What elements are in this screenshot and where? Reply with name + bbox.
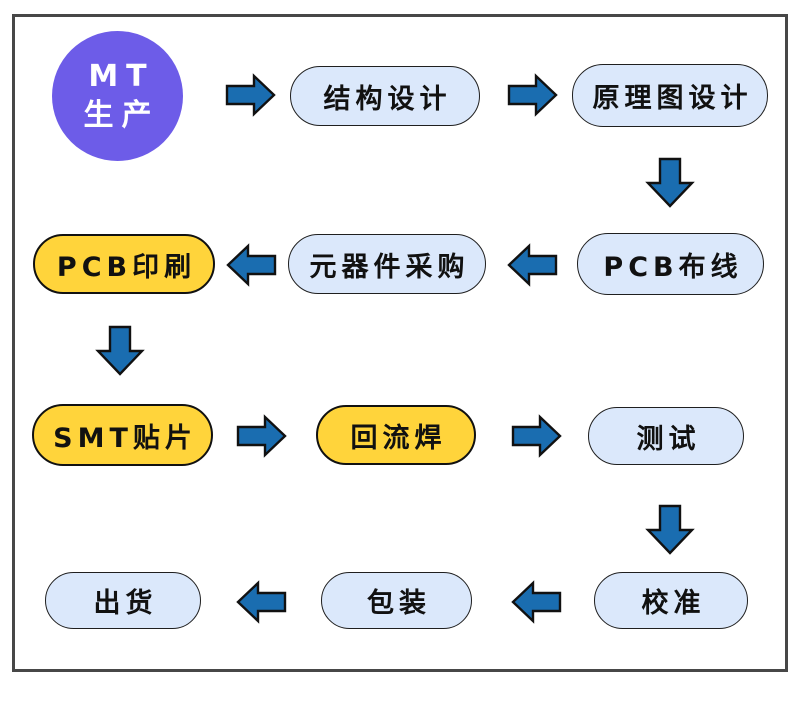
- node-pcb-layout: PCB布线: [577, 233, 764, 295]
- arrow-right-icon: [225, 73, 276, 117]
- node-shipping: 出货: [45, 572, 201, 629]
- arrow-right-icon: [507, 73, 558, 117]
- arrow-down-icon: [95, 325, 145, 376]
- arrow-left-icon: [226, 243, 277, 287]
- node-mt-production: MT 生产: [52, 31, 183, 161]
- node-reflow-soldering: 回流焊: [316, 405, 476, 465]
- arrow-left-icon: [507, 243, 558, 287]
- node-component-sourcing: 元器件采购: [288, 234, 486, 294]
- node-testing: 测试: [588, 407, 744, 465]
- arrow-right-icon: [511, 414, 562, 458]
- arrow-down-icon: [645, 157, 695, 208]
- start-node-line1: MT: [88, 59, 155, 94]
- node-calibration: 校准: [594, 572, 748, 629]
- arrow-left-icon: [236, 580, 287, 624]
- arrow-right-icon: [236, 414, 287, 458]
- node-schematic-design: 原理图设计: [572, 64, 768, 127]
- node-packaging: 包装: [321, 572, 472, 629]
- arrow-down-icon: [645, 504, 695, 555]
- start-node-line2: 生产: [83, 98, 160, 133]
- arrow-left-icon: [511, 580, 562, 624]
- node-structure-design: 结构设计: [290, 66, 480, 126]
- node-smt-mounting: SMT贴片: [32, 404, 213, 466]
- node-pcb-printing: PCB印刷: [33, 234, 215, 294]
- diagram-border: [12, 14, 788, 672]
